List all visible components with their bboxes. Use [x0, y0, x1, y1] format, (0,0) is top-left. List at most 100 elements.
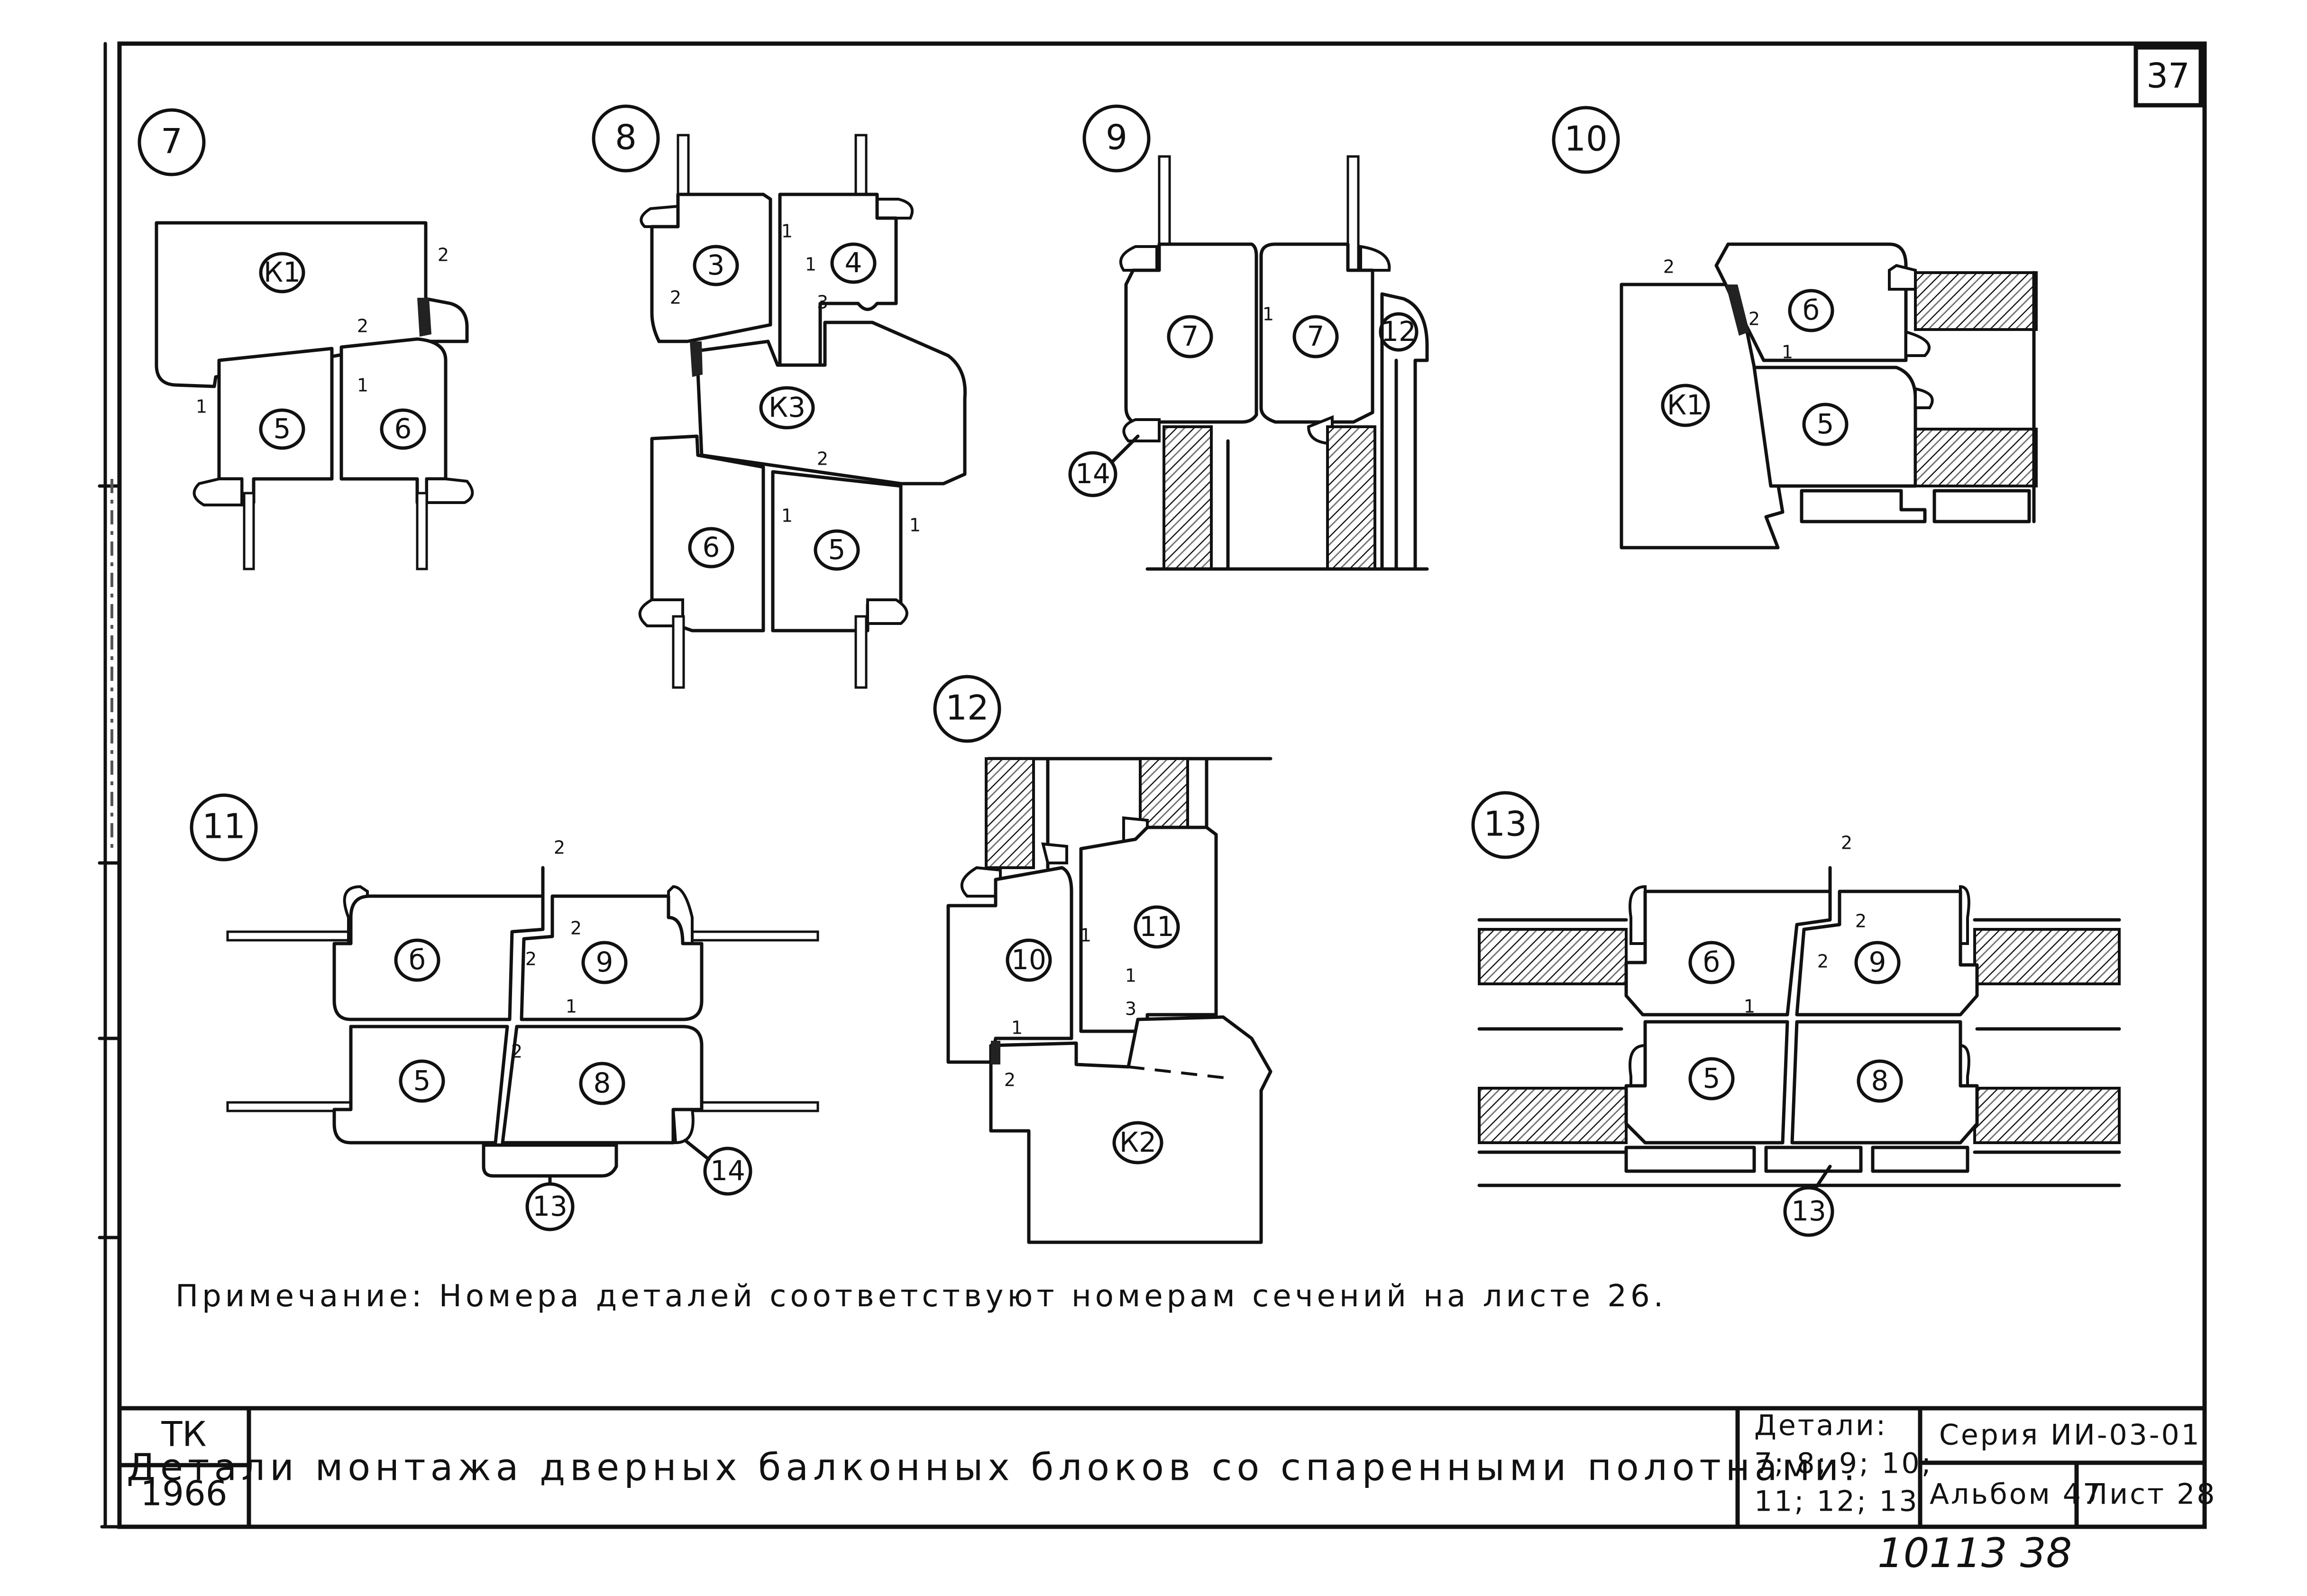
part-label: 6 — [394, 413, 412, 445]
part-label: К3 — [769, 391, 806, 423]
leaf-4 — [778, 193, 898, 367]
detail-8-number: 8 — [615, 118, 637, 157]
leaf-3 — [650, 193, 772, 343]
dim-label: 1 — [805, 254, 816, 275]
dim-label: 2 — [817, 449, 828, 469]
dim-label: 2 — [1817, 951, 1829, 972]
dim-label: 3 — [1125, 999, 1136, 1019]
part-label: 11 — [1139, 910, 1174, 943]
detail-11: 11 б 9 5 8 13 14 2 2 2 1 2 — [190, 793, 819, 1231]
leaf-5 — [1624, 1020, 1789, 1145]
part-label: К1 — [264, 256, 301, 288]
part-label: б — [1803, 294, 1820, 326]
detail-9-number: 9 — [1106, 118, 1127, 157]
details-list-line2: 11; 12; 13 — [1754, 1485, 1919, 1518]
part-label: 5 — [1703, 1062, 1721, 1094]
frame-k2 — [989, 1015, 1273, 1244]
part-label: 3 — [707, 249, 725, 281]
leaf-8 — [1790, 1020, 1979, 1145]
leaf-6 — [1624, 890, 1832, 1017]
dim-label: 1 — [909, 515, 921, 536]
part-label: 8 — [1871, 1064, 1889, 1097]
part-label: 14 — [1075, 458, 1110, 490]
part-label: 5 — [1817, 408, 1834, 440]
detail-11-number: 11 — [202, 807, 246, 846]
part-label: 14 — [710, 1155, 745, 1187]
dim-label: 2 — [1855, 911, 1867, 932]
leaf-6 — [1714, 242, 1908, 362]
org-code: ТК — [161, 1414, 206, 1454]
detail-13: 13 б 9 5 8 13 2 2 2 — [1471, 791, 2121, 1237]
part-label: 13 — [1791, 1195, 1826, 1227]
part-label: 4 — [845, 247, 862, 279]
dim-label: 1 — [1782, 342, 1793, 363]
dim-label: 2 — [1663, 257, 1675, 277]
part-label: б — [1703, 946, 1720, 978]
dim-label: 1 — [1080, 925, 1091, 946]
dim-label: 2 — [357, 316, 368, 337]
dim-label: 2 — [1841, 833, 1852, 853]
detail-10-number: 10 — [1564, 119, 1608, 159]
leaf-5 — [1752, 366, 1917, 488]
details-label: Детали: — [1754, 1409, 1887, 1442]
part-label: 7 — [1181, 320, 1199, 352]
dim-label: 1 — [357, 375, 368, 396]
leaf-5 — [332, 1025, 509, 1145]
details-list-line1: 7; 8; 9; 10; — [1754, 1447, 1933, 1480]
part-label: 10 — [1011, 944, 1046, 976]
detail-7: 7 К1 5 6 2 2 1 1 — [137, 108, 474, 570]
detail-13-number: 13 — [1483, 804, 1527, 844]
part-label: 9 — [596, 946, 613, 978]
dim-label: 1 — [566, 996, 577, 1017]
part-label: К2 — [1119, 1126, 1156, 1158]
drawing-title: Детали монтажа дверных балконных блоков … — [127, 1446, 1860, 1489]
detail-8: 8 3 4 К3 6 5 1 1 2 3 2 1 1 — [592, 104, 967, 689]
dim-label: 1 — [781, 505, 793, 526]
leaf-11 — [1079, 826, 1218, 1033]
part-label: 6 — [703, 531, 720, 563]
part-label: 8 — [594, 1067, 611, 1099]
leaf-7 — [1124, 242, 1258, 424]
part-label: К1 — [1667, 389, 1704, 421]
sheet-number: 37 — [2146, 56, 2190, 96]
part-label: 5 — [828, 533, 846, 566]
dim-label: 2 — [511, 1041, 522, 1062]
dim-label: 2 — [1749, 309, 1760, 330]
year: 1966 — [140, 1474, 227, 1513]
dim-label: 3 — [817, 292, 828, 313]
part-13 — [1624, 1146, 1756, 1173]
dim-label: 2 — [525, 949, 537, 970]
sheet-label: Лист 28 — [2086, 1478, 2216, 1511]
detail-12: 12 10 11 К2 1 1 3 1 2 — [933, 675, 1273, 1244]
part-label: 13 — [532, 1190, 568, 1222]
detail-12-number: 12 — [945, 688, 989, 728]
dim-label: 2 — [670, 287, 681, 308]
sheet-number-box: 37 — [2133, 45, 2203, 108]
detail-9: 9 7 7 12 14 1 — [1068, 104, 1429, 571]
drawing-note: Примечание: Номера деталей соответствуют… — [175, 1279, 1667, 1314]
dim-label: 2 — [570, 918, 582, 939]
frame-k3 — [695, 321, 967, 486]
dim-label: 2 — [554, 837, 565, 858]
leaf-9 — [520, 894, 704, 1021]
dim-label: 1 — [781, 221, 793, 242]
dim-label: 1 — [1011, 1018, 1023, 1038]
leaf-7b — [1259, 242, 1374, 424]
dim-label: 2 — [438, 245, 449, 266]
series: Серия ИИ-03-01 — [1939, 1419, 2201, 1452]
detail-7-number: 7 — [161, 121, 183, 161]
dim-label: 1 — [1263, 304, 1274, 325]
detail-10: 10 б К1 5 2 2 1 — [1552, 106, 2038, 550]
part-label: б — [409, 944, 426, 976]
part-label: 7 — [1307, 320, 1325, 352]
title-block: ТК 1966 Детали монтажа дверных балконных… — [119, 1406, 2216, 1527]
part-label: 9 — [1869, 946, 1886, 978]
album: Альбом 47 — [1930, 1478, 2103, 1511]
part-label: 5 — [413, 1064, 431, 1097]
leaf-8 — [501, 1025, 704, 1145]
dim-label: 2 — [1004, 1070, 1016, 1091]
archive-number: 10113 38 — [1877, 1530, 2072, 1577]
leaf-9 — [1795, 890, 1979, 1017]
dim-label: 1 — [1125, 965, 1136, 986]
